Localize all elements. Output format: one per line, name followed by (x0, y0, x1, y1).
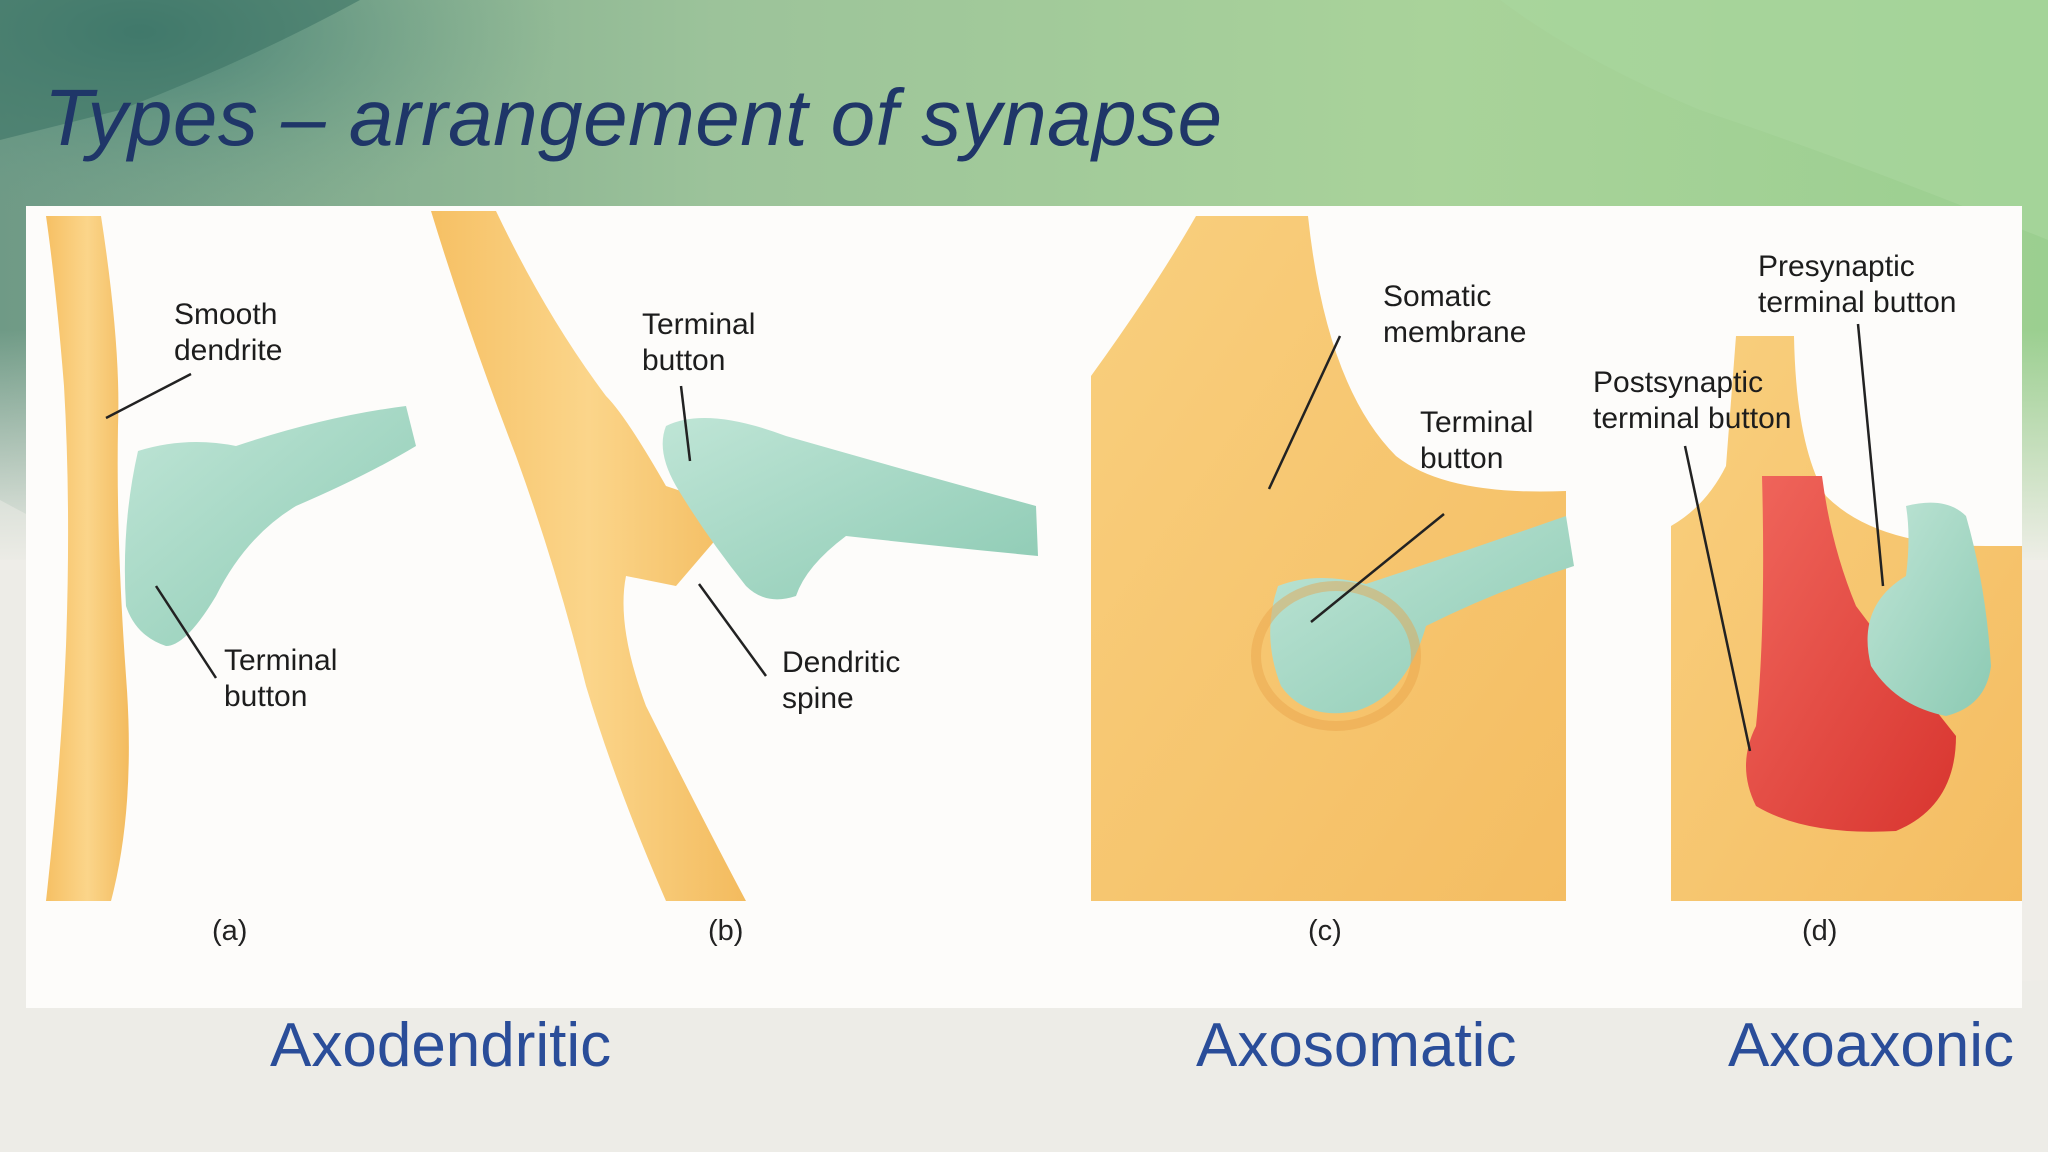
caption-axodendritic: Axodendritic (270, 1011, 612, 1080)
panel-c-illustration (1091, 216, 1574, 901)
label-dendritic-spine-1: Dendritic (782, 646, 900, 679)
synapse-illustration: Smooth dendrite Terminal button (a) Term… (46, 211, 2022, 947)
label-c-terminal-2: button (1420, 442, 1503, 475)
panel-d-illustration (1671, 323, 2022, 901)
label-presynaptic-2: terminal button (1758, 286, 1956, 319)
label-smooth-dendrite-2: dendrite (174, 334, 282, 367)
label-postsynaptic-2: terminal button (1593, 402, 1791, 435)
label-b-terminal-2: button (642, 344, 725, 377)
label-dendritic-spine-2: spine (782, 682, 854, 715)
synapse-figure: Smooth dendrite Terminal button (a) Term… (26, 206, 2022, 1008)
label-presynaptic-1: Presynaptic (1758, 250, 1915, 283)
caption-axoaxonic: Axoaxonic (1728, 1011, 2015, 1080)
caption-axosomatic: Axosomatic (1196, 1011, 1517, 1080)
label-c-terminal-1: Terminal (1420, 406, 1533, 439)
label-somatic-membrane-2: membrane (1383, 316, 1526, 349)
label-somatic-membrane-1: Somatic (1383, 280, 1491, 313)
label-a-terminal-2: button (224, 680, 307, 713)
slide-title: Types – arrangement of synapse (44, 73, 1223, 162)
panel-letter-c: (c) (1308, 915, 1342, 947)
label-smooth-dendrite-1: Smooth (174, 298, 277, 331)
panel-letter-a: (a) (212, 915, 247, 947)
panel-letter-d: (d) (1802, 915, 1837, 947)
label-postsynaptic-1: Postsynaptic (1593, 366, 1763, 399)
panel-b-illustration (431, 211, 1038, 901)
panel-a-illustration (46, 216, 416, 901)
label-a-terminal-1: Terminal (224, 644, 337, 677)
panel-letter-b: (b) (708, 915, 743, 947)
label-b-terminal-1: Terminal (642, 308, 755, 341)
